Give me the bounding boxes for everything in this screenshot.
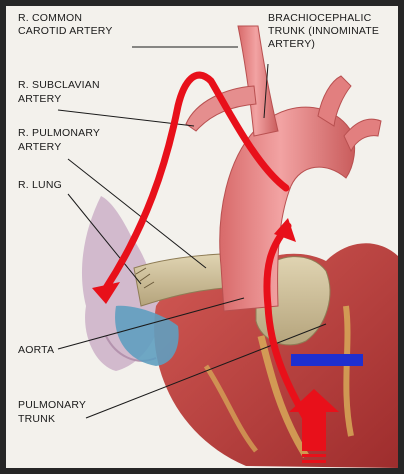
- label-brachiocephalic-line3: ARTERY): [268, 38, 315, 50]
- label-r-pulmonary-line2: ARTERY: [18, 141, 61, 153]
- label-pulmonary-trunk-line2: TRUNK: [18, 413, 55, 425]
- label-r-subclavian-line1: R. SUBCLAVIAN: [18, 79, 100, 91]
- label-r-common-carotid-line1: R. COMMON: [18, 12, 82, 24]
- label-brachiocephalic-line1: BRACHIOCEPHALIC: [268, 12, 372, 24]
- valve-marker-bar: [291, 354, 363, 366]
- heart-anatomy-illustration: R. COMMON CAROTID ARTERY BRACHIOCEPHALIC…: [6, 6, 398, 468]
- anatomy-drawing: R. COMMON CAROTID ARTERY BRACHIOCEPHALIC…: [6, 6, 398, 468]
- label-r-common-carotid-line2: CAROTID ARTERY: [18, 25, 113, 37]
- label-brachiocephalic-line2: TRUNK (INNOMINATE: [268, 25, 379, 37]
- label-aorta: AORTA: [18, 344, 54, 356]
- label-pulmonary-trunk-line1: PULMONARY: [18, 399, 86, 411]
- label-r-lung: R. LUNG: [18, 179, 62, 191]
- label-r-subclavian-line2: ARTERY: [18, 93, 61, 105]
- label-r-pulmonary-line1: R. PULMONARY: [18, 127, 100, 139]
